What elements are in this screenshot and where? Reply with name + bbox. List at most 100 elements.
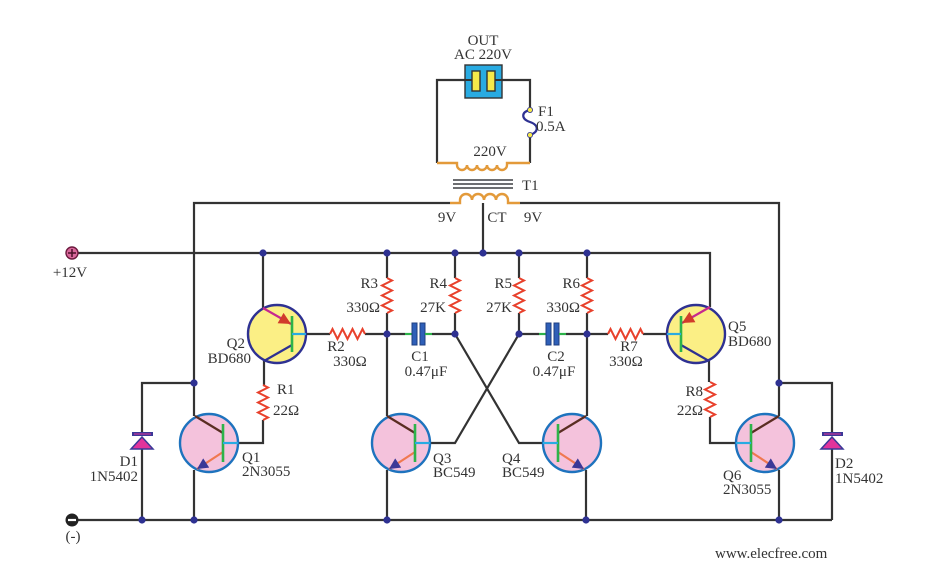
wire-d1	[140, 381, 194, 520]
transistor-q6	[734, 412, 796, 474]
wire-r8-to-q6-base	[708, 417, 736, 445]
junction-dot	[138, 516, 146, 524]
r6-ref: R6	[562, 276, 580, 292]
capacitor-plate	[545, 322, 552, 346]
diode-anode-triangle	[129, 435, 155, 450]
fuse-terminal-bottom	[527, 131, 534, 138]
resistor-r8	[702, 381, 718, 418]
transformer-primary-coil	[437, 161, 530, 172]
junction-dot	[479, 249, 487, 257]
wire-output-left	[435, 78, 465, 163]
q3-ref: Q3	[433, 451, 451, 467]
negative-label: (-)	[66, 529, 81, 545]
resistor-r5	[511, 277, 527, 314]
q1-ref: Q1	[242, 450, 260, 466]
wire-output-right	[502, 78, 532, 110]
positive-terminal	[65, 246, 79, 260]
resistor-r4	[447, 277, 463, 314]
resistor-r6	[579, 277, 595, 314]
q5-ref: Q5	[728, 319, 746, 335]
junction-dot	[583, 330, 591, 338]
q5-part: BD680	[728, 334, 771, 350]
fuse-ref: F1	[538, 104, 554, 120]
resistor-r2	[329, 326, 366, 342]
output-rating: AC 220V	[454, 47, 512, 63]
wire-positive-rail	[78, 251, 712, 307]
q1-part: 2N3055	[242, 464, 290, 480]
wire-q3-base-to-r5	[429, 333, 520, 445]
resistor-r7	[607, 326, 644, 342]
junction-dot	[775, 379, 783, 387]
r1-value: 22Ω	[273, 403, 299, 419]
junctions	[138, 249, 783, 524]
transistor-q1	[178, 412, 240, 474]
q2-ref: Q2	[227, 336, 245, 352]
q4-ref: Q4	[502, 451, 521, 467]
resistor-r1	[255, 384, 271, 421]
wire-secondary-left	[192, 201, 450, 416]
junction-dot	[775, 516, 783, 524]
r3-ref: R3	[360, 276, 378, 292]
transformer-tap-left: 9V	[438, 210, 457, 226]
junction-dot	[259, 249, 267, 257]
transformer-center-tap: CT	[487, 210, 506, 226]
capacitor-c2	[539, 322, 566, 346]
r6-value: 330Ω	[546, 300, 580, 316]
junction-dot	[451, 249, 459, 257]
c1-ref: C1	[411, 349, 429, 365]
transformer-ref: T1	[522, 178, 539, 194]
capacitor-c1	[405, 322, 432, 346]
output-label: OUT	[468, 33, 499, 49]
junction-dot	[383, 249, 391, 257]
wire-r4-to-q4-base	[453, 313, 544, 445]
r8-ref: R8	[685, 384, 703, 400]
transformer-t1	[437, 161, 530, 205]
junction-dot	[451, 330, 459, 338]
q2-part: BD680	[208, 351, 251, 367]
transistor-q5	[665, 303, 727, 365]
wire-r1-to-q1-base	[238, 420, 265, 445]
r4-value: 27K	[420, 300, 446, 316]
capacitor-plate	[553, 322, 560, 346]
transformer-secondary-coil	[450, 192, 520, 205]
fuse-element	[522, 108, 538, 137]
c1-value: 0.47μF	[405, 364, 448, 380]
d1-part: 1N5402	[90, 469, 138, 485]
watermark: www.elecfree.com	[715, 546, 828, 562]
diode-anode-triangle	[819, 435, 845, 450]
d1-ref: D1	[120, 454, 138, 470]
socket-slot-right	[486, 70, 496, 92]
d2-part: 1N5402	[835, 471, 883, 487]
wiring	[78, 78, 834, 522]
r1-ref: R1	[277, 382, 295, 398]
socket-body	[464, 64, 503, 99]
c2-value: 0.47μF	[533, 364, 576, 380]
fuse-f1	[522, 107, 538, 138]
diode-d1	[129, 432, 155, 450]
r7-value: 330Ω	[609, 354, 643, 370]
junction-dot	[190, 516, 198, 524]
junction-dot	[383, 516, 391, 524]
junction-dot	[583, 249, 591, 257]
wire-d2	[779, 381, 834, 520]
negative-terminal	[65, 513, 79, 527]
junction-dot	[515, 330, 523, 338]
q6-ref: Q6	[723, 468, 742, 484]
r4-ref: R4	[429, 276, 447, 292]
q3-part: BC549	[433, 465, 476, 481]
transformer-primary-label: 220V	[473, 144, 507, 160]
r7-ref: R7	[620, 339, 638, 355]
junction-dot	[190, 379, 198, 387]
socket-slot-left	[471, 70, 481, 92]
c2-ref: C2	[547, 349, 565, 365]
junction-dot	[515, 249, 523, 257]
output-socket	[464, 64, 503, 99]
transistor-q3	[370, 412, 432, 474]
q6-part: 2N3055	[723, 482, 771, 498]
wire-secondary-right	[520, 201, 781, 416]
transistor-q2	[246, 303, 308, 365]
r8-value: 22Ω	[677, 403, 703, 419]
r5-value: 27K	[486, 300, 512, 316]
junction-dot	[383, 330, 391, 338]
junction-dot	[582, 516, 590, 524]
